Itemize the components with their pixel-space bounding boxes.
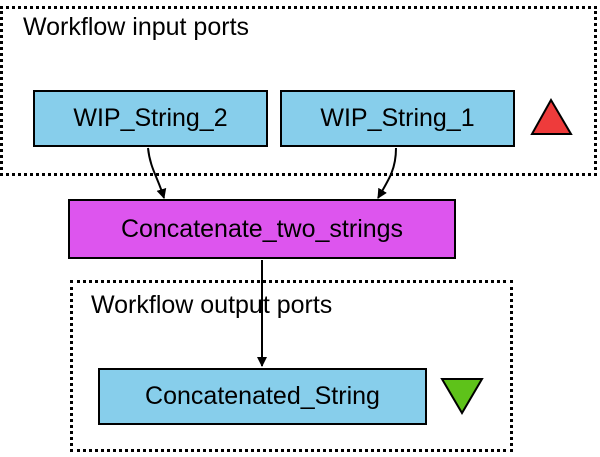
node-wip-string-2[interactable]: WIP_String_2 [33,90,268,147]
node-wip-string-1-label: WIP_String_1 [320,104,475,132]
workflow-input-ports-cluster: Workflow input ports [0,6,597,176]
node-wip-string-2-label: WIP_String_2 [73,104,228,132]
node-concatenated-string[interactable]: Concatenated_String [98,368,427,425]
node-concatenate-two-strings[interactable]: Concatenate_two_strings [68,199,456,259]
input-cluster-label: Workflow input ports [23,13,250,41]
node-wip-string-1[interactable]: WIP_String_1 [280,90,515,147]
workflow-output-ports-cluster: Workflow output ports [70,280,513,452]
node-concatenate-label: Concatenate_two_strings [120,214,404,243]
output-cluster-label: Workflow output ports [91,291,333,319]
node-concatenated-string-label: Concatenated_String [145,382,380,410]
